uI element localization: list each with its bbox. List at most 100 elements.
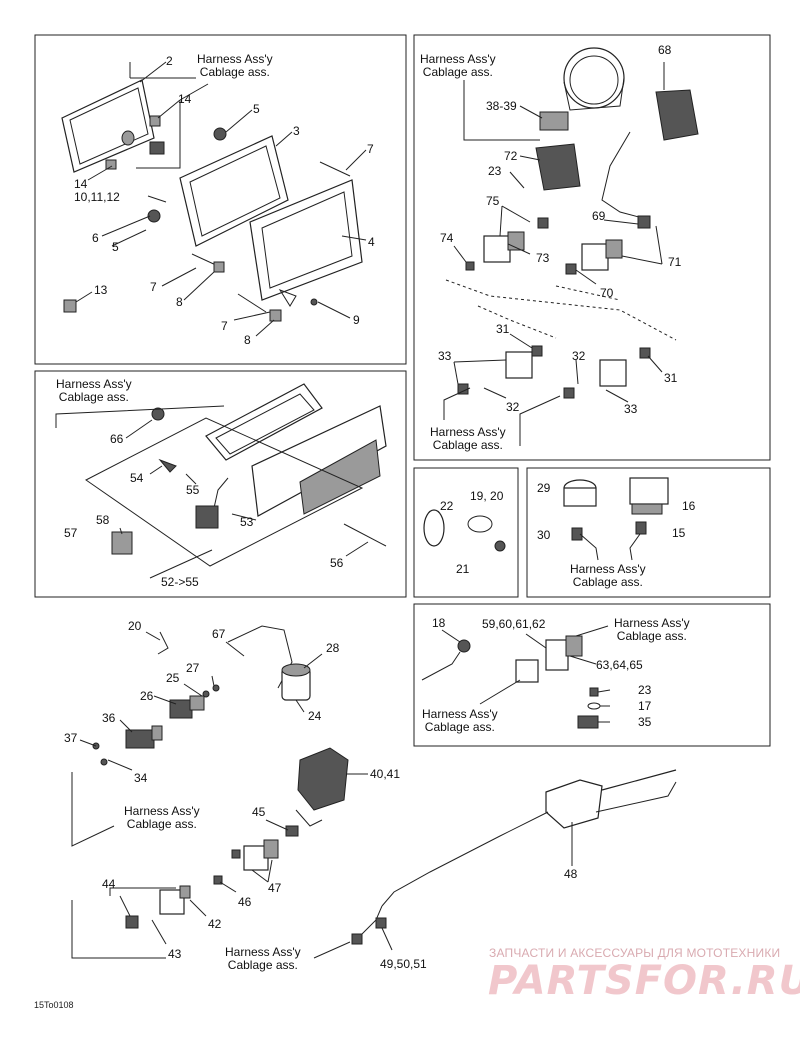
part-label: 66 [110,432,124,446]
panel-taillight [34,370,407,598]
part-label: 46 [238,895,252,909]
part-label: 28 [326,641,340,655]
part-label: 35 [638,715,652,729]
part-label: 23 [488,164,502,178]
part-label: 67 [212,627,226,641]
sensor-parts [421,635,601,729]
harness-line2: Cablage ass. [227,958,298,972]
part-label: 10,11,12 [74,190,120,204]
part-label: 2 [166,54,173,68]
gauge-cover [535,89,699,191]
harness-line2: Cablage ass. [422,65,493,79]
part-label: 47 [268,881,282,895]
part-label: 8 [244,333,251,347]
harness-label-sensor-right: Harness Ass'y Cablage ass. [614,617,690,643]
panel-clamp [413,467,519,598]
part-label: 74 [440,231,454,245]
part-label: 49,50,51 [380,957,427,971]
part-label: 31 [664,371,678,385]
part-label: 6 [92,231,99,245]
leaders-gauge [443,80,663,446]
gauge-connectors [457,215,651,399]
socket-parts [563,477,669,561]
switch-connectors [125,825,299,929]
leaders-sensor [441,625,611,723]
part-label: 54 [130,471,144,485]
leaders-taillight [55,405,369,579]
part-label: 26 [140,689,154,703]
part-label: 70 [600,286,614,300]
part-label: 36 [102,711,116,725]
part-label: 75 [486,194,500,208]
harness-line2: Cablage ass. [58,390,129,404]
leaders-headlight [75,61,367,337]
part-label: 8 [176,295,183,309]
taillight-outline [85,417,364,567]
figure-code: 15To0108 [34,1000,74,1010]
part-label: 52->55 [161,575,199,589]
panel-sensor [413,603,771,747]
part-label: 19, 20 [470,489,504,503]
leaders-lower [71,631,573,959]
harness-line1: Harness Ass'y [124,804,200,818]
part-label: 3 [293,124,300,138]
harness-line2: Cablage ass. [616,629,687,643]
part-label: 9 [353,313,360,327]
watermark-brand: PARTSFOR.RU [488,958,800,1004]
harness-line1: Harness Ass'y [570,562,646,576]
harness-line2: Cablage ass. [199,65,270,79]
taillight-lens [205,383,387,517]
part-label: 38-39 [486,99,517,113]
part-label: 72 [504,149,518,163]
harness-line2: Cablage ass. [424,720,495,734]
harness-label-gauge: Harness Ass'y Cablage ass. [420,53,496,79]
harness-line1: Harness Ass'y [422,707,498,721]
part-label: 55 [186,483,200,497]
brake-lever [381,769,677,907]
part-label: 15 [672,526,686,540]
part-label: 34 [134,771,148,785]
part-label: 5 [253,102,260,116]
part-label: 4 [368,235,375,249]
taillight-screw [343,523,387,547]
harness-label-headlight: Harness Ass'y Cablage ass. [197,53,273,79]
part-label: 20 [128,619,142,633]
harness-label-switch: Harness Ass'y Cablage ass. [124,805,200,831]
part-label: 21 [456,562,470,576]
part-label: 30 [537,528,551,542]
part-label: 16 [682,499,696,513]
part-label: 69 [592,209,606,223]
part-label: 14 [178,92,192,106]
harness-line2: Cablage ass. [572,575,643,589]
clip-20 [157,631,169,655]
part-label: 17 [638,699,652,713]
ignition-switch [227,625,311,701]
part-label: 43 [168,947,182,961]
harness-line1: Harness Ass'y [197,52,273,66]
harness-label-brake: Harness Ass'y Cablage ass. [225,946,301,972]
harness-line1: Harness Ass'y [614,616,690,630]
harness-line1: Harness Ass'y [420,52,496,66]
harness-label-sensor-left: Harness Ass'y Cablage ass. [422,708,498,734]
headlight-housing [179,135,363,307]
part-label: 31 [496,322,510,336]
watermark-tagline: ЗАПЧАСТИ И АКСЕССУАРЫ ДЛЯ МОТОТЕХНИКИ [489,946,781,960]
part-label: 7 [150,280,157,294]
harness-line1: Harness Ass'y [225,945,301,959]
part-label: 63,64,65 [596,658,643,672]
part-label: 37 [64,731,78,745]
part-label: 24 [308,709,322,723]
part-label: 59,60,61,62 [482,617,546,631]
part-label: 45 [252,805,266,819]
part-label: 7 [221,319,228,333]
clamp-parts [423,509,506,552]
harness-line2: Cablage ass. [432,438,503,452]
part-label: 40,41 [370,767,401,781]
harness-line1: Harness Ass'y [56,377,132,391]
part-label: 23 [638,683,652,697]
part-label: 57 [64,526,78,540]
part-label: 32 [572,349,586,363]
handlebar-switch [295,747,349,827]
part-label: 7 [367,142,374,156]
